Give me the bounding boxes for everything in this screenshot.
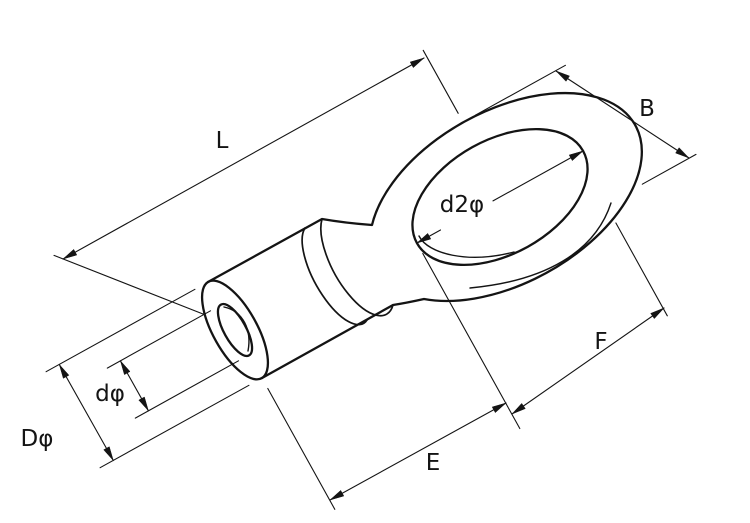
d-outer-arrowhead-upper	[59, 364, 70, 379]
d2-arrowhead-right	[568, 150, 584, 161]
barrel-bore-depth-line	[223, 306, 250, 352]
dimension-tongue-length: E	[267, 252, 521, 510]
d-inner-extension-line-upper	[106, 310, 212, 369]
b-extension-line-upper	[474, 64, 566, 116]
e-arrowhead-left	[329, 490, 345, 501]
l-extension-line-left	[53, 254, 204, 315]
l-extension-line-right	[422, 49, 459, 114]
label-overall-length: L	[216, 128, 229, 154]
b-extension-line-lower	[641, 153, 697, 185]
f-extension-line-right	[615, 222, 668, 317]
d2-arrowhead-left	[416, 233, 432, 244]
label-hole-to-tip-length: F	[594, 329, 607, 355]
dimension-barrel-outer-diameter: Dφ	[21, 288, 250, 469]
f-dimension-line	[511, 307, 665, 415]
crimp-collar-line-inner	[301, 227, 368, 326]
label-ring-outer-width: B	[639, 96, 655, 122]
dimensions: L B d2φ	[21, 49, 697, 510]
l-arrowhead-right	[409, 57, 425, 68]
l-arrowhead-left	[62, 249, 78, 260]
label-barrel-inner-diameter: dφ	[95, 381, 125, 407]
b-arrowhead-upper	[555, 70, 570, 82]
dimension-overall-length: L	[53, 49, 459, 315]
f-arrowhead-right	[650, 307, 665, 319]
d-outer-extension-line-upper	[45, 288, 196, 373]
l-dimension-line	[62, 57, 425, 260]
d-inner-arrowhead-lower	[138, 396, 149, 411]
d-inner-extension-line-lower	[134, 360, 240, 419]
d-outer-dimension-line	[58, 363, 114, 462]
d-inner-arrowhead-upper	[120, 360, 131, 375]
e-extension-line-right	[422, 252, 521, 430]
dimension-ring-outer-width: B	[474, 64, 697, 185]
crimp-collar-line-outer	[320, 218, 394, 317]
dimension-ring-hole-diameter: d2φ	[416, 150, 584, 244]
label-barrel-outer-diameter: Dφ	[21, 426, 54, 452]
e-extension-line-left	[267, 387, 336, 510]
f-arrowhead-left	[511, 403, 526, 415]
ring-plate-thickness-line	[469, 202, 612, 289]
b-arrowhead-lower	[675, 147, 690, 159]
dimension-barrel-inner-diameter: dφ	[95, 310, 240, 419]
barrel-wire-hole	[216, 302, 254, 358]
e-arrowhead-right	[491, 402, 507, 413]
label-ring-hole-diameter: d2φ	[440, 192, 484, 218]
e-dimension-line	[329, 402, 507, 501]
b-dimension-line	[555, 70, 690, 159]
barrel-end-face-edge	[206, 279, 270, 380]
terminal-body	[200, 91, 643, 381]
label-tongue-length: E	[426, 450, 441, 476]
d2-dimension-segment-right	[492, 150, 584, 202]
d-outer-arrowhead-lower	[103, 446, 114, 461]
dimension-hole-to-tip-length: F	[511, 222, 668, 415]
d-outer-extension-line-lower	[99, 384, 250, 469]
